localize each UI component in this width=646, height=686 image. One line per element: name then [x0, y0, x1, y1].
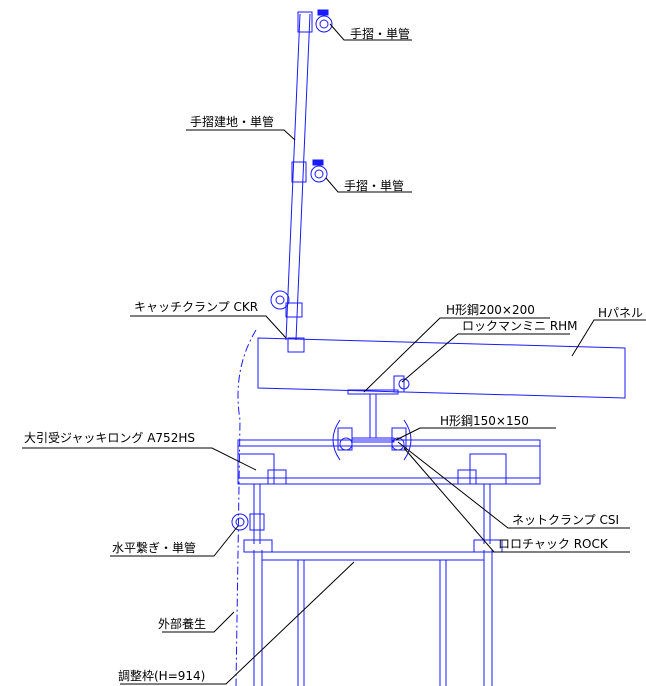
jack-left — [237, 453, 287, 553]
label-h-steel-150: H形鋼150×150 — [440, 414, 529, 428]
label-handrail-pipe-top: 手摺・単管 — [350, 26, 410, 41]
label-lock-clamp: ロックマンミニ RHM — [462, 319, 578, 333]
label-net-clamp: ネットクランプ CSI — [512, 513, 619, 527]
h-steel-150 — [237, 439, 541, 485]
h-panel — [257, 337, 626, 399]
label-exterior-curing: 外部養生 — [158, 616, 206, 631]
h-steel-200 — [347, 389, 399, 443]
label-handrail-post: 手摺建地・単管 — [190, 114, 274, 129]
label-adjust-frame: 調整枠(H=914) — [118, 668, 205, 683]
adjust-frame — [253, 550, 493, 686]
label-h-panel: Hパネル — [598, 306, 643, 320]
mid-clamp — [291, 159, 328, 183]
catch-clamp-ckr — [270, 290, 305, 353]
label-h-steel-200: H形鋼200×200 — [446, 303, 535, 317]
jack-right — [457, 453, 507, 553]
label-catch-clamp: キャッチクランプ CKR — [134, 300, 258, 314]
handrail-post — [285, 13, 311, 341]
label-horizontal-tie: 水平繋ぎ・単管 — [112, 540, 196, 555]
horizontal-tie-clamp — [231, 513, 265, 531]
labels: 手摺・単管 手摺建地・単管 手摺・単管 キャッチクランプ CKR H形鋼200×… — [24, 26, 643, 683]
top-clamp — [297, 9, 333, 33]
roro-chucks — [332, 419, 412, 461]
exterior-curing-line — [235, 329, 257, 686]
leader-lines — [22, 23, 646, 685]
label-jack: 大引受ジャッキロング A752HS — [24, 431, 195, 445]
lock-clamp-rhm — [393, 375, 410, 393]
label-handrail-pipe-mid: 手摺・単管 — [344, 178, 404, 193]
label-roro-chuck: ロロチャック ROCK — [498, 537, 609, 551]
